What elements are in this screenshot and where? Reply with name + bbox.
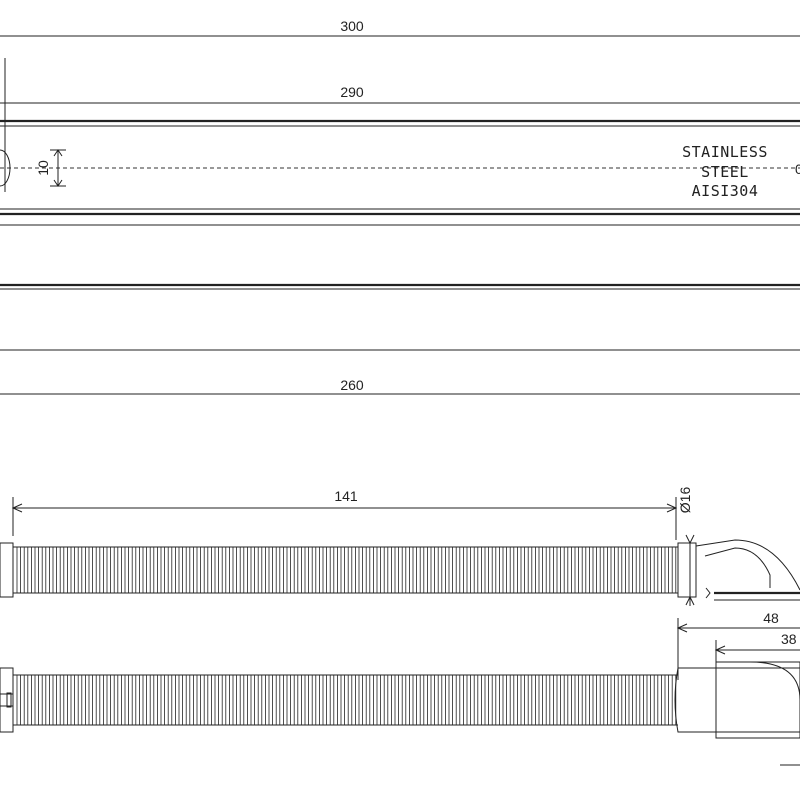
material-line-1: STAINLESS: [682, 143, 768, 161]
dim-arrow-d16-bottom: [685, 595, 695, 606]
drain-hole-edge: [0, 149, 11, 187]
material-line-2: STEEL: [701, 163, 749, 181]
material-line-3: AISI304: [692, 182, 759, 200]
hose-plan-view: 48 38: [0, 610, 800, 766]
dim-label-48: 48: [763, 610, 779, 626]
dim-arrow-d16-top: [685, 534, 695, 545]
dim-label-141: 141: [334, 488, 358, 504]
hose-left-sleeve: [0, 542, 14, 598]
hose-plan-left-sleeve: [0, 667, 14, 733]
dim-label-10: 10: [35, 160, 51, 176]
elbow-inner-curve: [704, 547, 771, 588]
elbow-housing: [674, 667, 800, 733]
dim-label-290: 290: [340, 84, 364, 100]
channel-side-view: 260: [0, 224, 800, 395]
dim-label-300: 300: [340, 18, 364, 34]
channel-top-view: 300 290 10 0 STAINLESS STEEL AISI304: [0, 18, 800, 216]
elbow-joint: [705, 587, 711, 599]
dim-label-38: 38: [781, 631, 797, 647]
sleeve-pin: [6, 692, 12, 708]
dim-arrow-48: [676, 623, 688, 633]
hose-right-coupling: [677, 542, 697, 598]
outlet-flange: [715, 661, 800, 739]
dim-arrow-38: [714, 645, 726, 655]
hose-side-view: 141 Ø16: [0, 487, 800, 606]
elbow-outer-curve: [695, 539, 800, 591]
hose-plan-ribs: [16, 675, 677, 725]
dim-arrow-141-left: [11, 503, 23, 513]
dim-label-d16: Ø16: [677, 487, 693, 514]
dim-label-260: 260: [340, 377, 364, 393]
cut-off-glyph: 0: [795, 161, 800, 177]
hose-ribs: [16, 547, 677, 593]
outlet-curve: [749, 661, 800, 701]
